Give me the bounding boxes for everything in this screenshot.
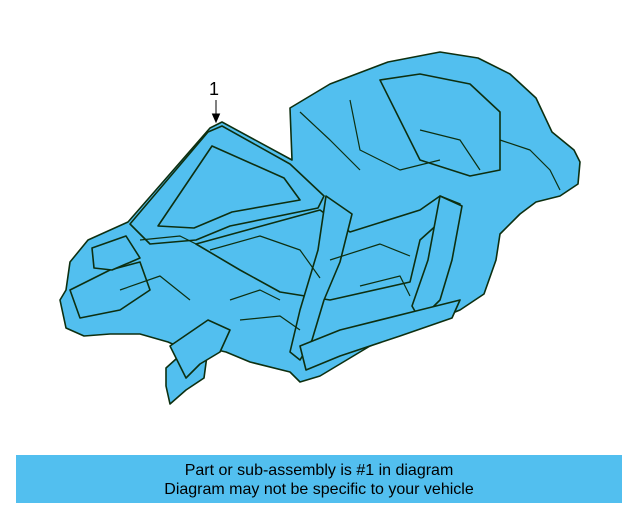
callout-number: 1 [209,79,220,99]
strut-tower [91,235,141,271]
caption-line-disclaimer: Diagram may not be specific to your vehi… [164,481,474,498]
rear-bulkhead [379,73,501,177]
windshield-opening [157,145,301,229]
rocker-panel [299,299,461,371]
caption-bar: Part or sub-assembly is #1 in diagram Di… [16,455,622,503]
front-rail-right [169,319,231,379]
body-shell-diagram [59,51,581,405]
car-body-shell-icon [59,51,581,405]
caption-line-part: Part or sub-assembly is #1 in diagram [184,462,454,479]
callout-arrow [211,100,221,124]
